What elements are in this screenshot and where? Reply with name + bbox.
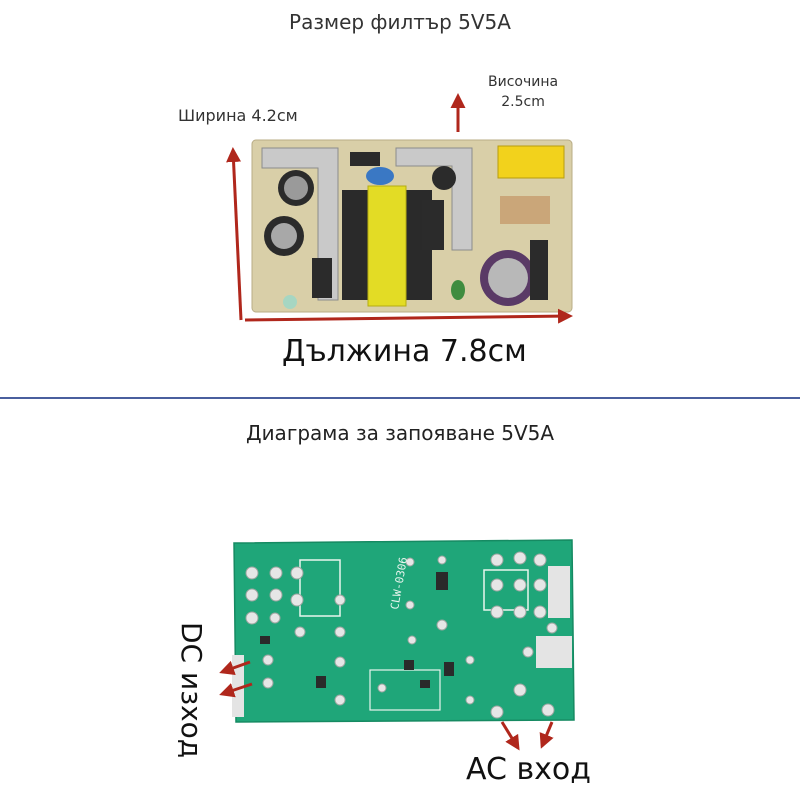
- width-arrow: [226, 147, 243, 321]
- ac-arrow-1: [500, 721, 520, 751]
- section-divider: [0, 397, 800, 399]
- blue-capacitor: [366, 167, 394, 185]
- top-title: Размер филтър 5V5A: [289, 10, 511, 34]
- dc-arrow-1: [219, 660, 251, 676]
- height-label: Височина 2.5cm: [488, 72, 558, 112]
- length-arrow: [244, 308, 573, 324]
- pcb-top-photo: [251, 139, 573, 313]
- ac-arrow-2: [539, 721, 554, 749]
- pcb-solder-side: CLW-0306: [232, 539, 575, 723]
- transformer-coil: [367, 185, 407, 307]
- width-label: Ширина 4.2см: [178, 106, 298, 125]
- length-label: Дължина 7.8см: [282, 334, 527, 369]
- dc-arrow-2: [219, 682, 253, 698]
- height-label-line2: 2.5cm: [501, 94, 545, 110]
- ac-input-label: AC вход: [466, 752, 592, 787]
- height-label-line1: Височина: [488, 74, 559, 90]
- x-capacitor: [497, 145, 565, 179]
- green-capacitor: [451, 280, 465, 300]
- led: [283, 295, 297, 309]
- capacitor-3: [432, 166, 456, 190]
- bottom-title: Диаграма за запояване 5V5A: [245, 421, 555, 445]
